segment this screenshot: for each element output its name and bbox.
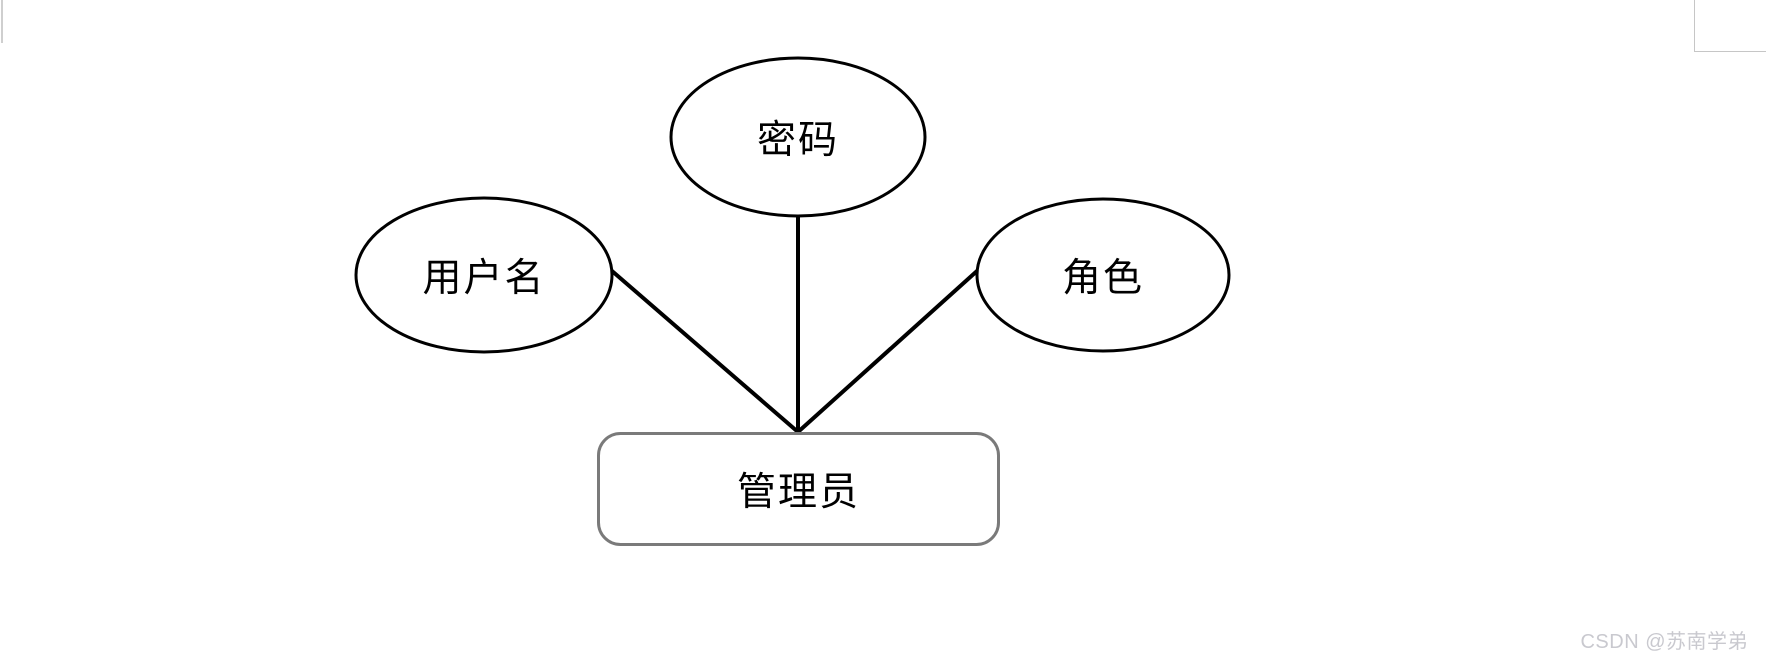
csdn-watermark: CSDN @苏南学弟 [1580,631,1748,653]
top-right-panel [1694,0,1766,52]
connector-role-to-entity [796,269,979,434]
left-edge-marker [1,0,3,43]
attribute-shape-username[interactable] [354,196,614,354]
entity-shape-administrator[interactable] [597,432,1000,546]
attribute-shape-role[interactable] [975,197,1231,353]
connector-username-to-entity [610,269,800,434]
attribute-shape-password[interactable] [669,56,927,218]
